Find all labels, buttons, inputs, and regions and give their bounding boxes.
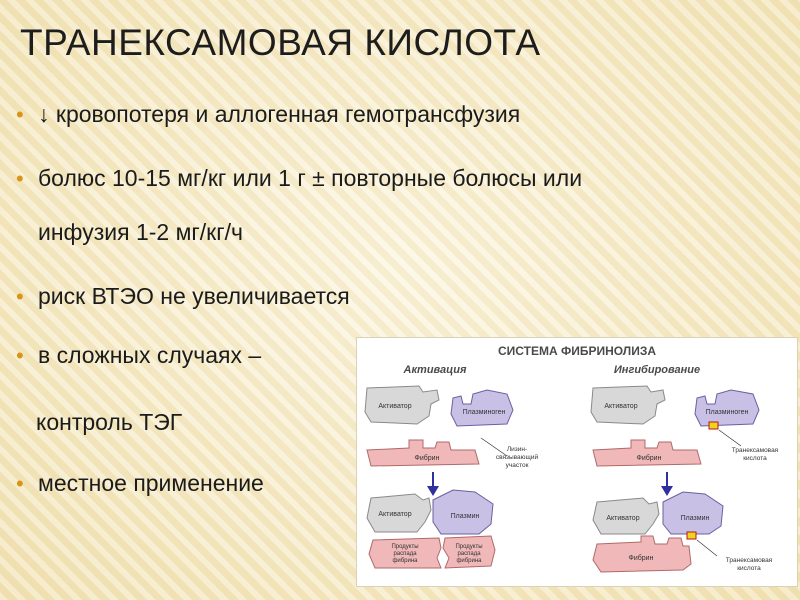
inhibition-activator-label: Активатор (604, 403, 637, 410)
figure-title: СИСТЕМА ФИБРИНОЛИЗА (498, 344, 656, 358)
txa-label-1: Транексамовая (732, 447, 779, 454)
txa-molecule-icon (708, 421, 719, 430)
degradation-products-left (368, 537, 442, 569)
inhibition-fibrin-label: Фибрин (637, 454, 662, 462)
inhibition-fibrin2-label: Фибрин (629, 554, 654, 562)
fibrinolysis-figure: СИСТЕМА ФИБРИНОЛИЗА Активация Ингибирова… (356, 337, 798, 587)
lysine-site-label-3: участок (506, 462, 529, 469)
bullet-plain-line: контроль ТЭГ (36, 409, 183, 435)
inhibition-plasminogen-label: Плазминоген (706, 409, 749, 416)
txa-bound-pointer (696, 539, 718, 557)
inhibition-heading: Ингибирование (614, 364, 700, 376)
inhibition-plasminogen-shape (694, 389, 760, 427)
inhibition-activator-bound-shape (592, 497, 660, 535)
txa-bound-label-2: кислота (737, 565, 761, 572)
fibrin-shape (366, 439, 480, 467)
activation-arrowhead-icon (427, 486, 439, 496)
inhibition-plasmin-label: Плазмин (681, 515, 710, 522)
activator-label: Активатор (378, 403, 411, 410)
inhibition-activator-shape (590, 385, 666, 425)
products-label-b2: распада (457, 551, 481, 557)
bullet-dot-icon: • (16, 343, 24, 368)
plasmin-label: Плазмин (451, 513, 480, 520)
bullet-item: •↓ кровопотеря и аллогенная гемотрансфуз… (16, 99, 520, 130)
bullet-item: •риск ВТЭО не увеличивается (16, 281, 350, 312)
bullet-item: •местное применение (16, 468, 264, 499)
activator-bound-shape (366, 493, 432, 533)
lysine-site-label-1: Лизин- (507, 446, 527, 453)
inhibition-plasmin-shape (662, 491, 724, 535)
products-label-a1: Продукты (391, 544, 418, 550)
fibrin-label: Фибрин (415, 454, 440, 462)
bullet-item: •в сложных случаях – (16, 340, 261, 371)
slide-title: ТРАНЕКСАМОВАЯ КИСЛОТА (20, 22, 541, 63)
lysine-site-label-2: связывающий (496, 453, 539, 461)
fibrinolysis-diagram: СИСТЕМА ФИБРИНОЛИЗА Активация Ингибирова… (364, 344, 779, 573)
inhibition-fibrin-shape (592, 439, 702, 467)
products-label-b3: фибрина (456, 558, 482, 564)
lysine-site-pointer (480, 437, 508, 457)
bullet-continuation: инфузия 1-2 мг/кг/ч (38, 219, 244, 245)
activator-bound-label: Активатор (378, 511, 411, 518)
activator-shape (364, 385, 440, 425)
txa-molecule-bound-icon (686, 531, 697, 540)
bullet-dot-icon: • (16, 471, 24, 496)
products-label-a2: распада (393, 551, 417, 557)
plasmin-shape (432, 489, 494, 535)
txa-pointer (718, 429, 742, 447)
bullet-dot-icon: • (16, 102, 24, 127)
txa-bound-label-1: Транексамовая (726, 557, 773, 564)
plasminogen-shape (450, 389, 514, 427)
bullet-dot-icon: • (16, 284, 24, 309)
inhibition-arrowhead-icon (661, 486, 673, 496)
degradation-products-right (442, 535, 496, 569)
bullet-dot-icon: • (16, 166, 24, 191)
plasminogen-label: Плазминоген (463, 409, 506, 416)
inhibition-activator-bound-label: Активатор (606, 515, 639, 522)
txa-label-2: кислота (743, 455, 767, 462)
products-label-b1: Продукты (455, 544, 482, 550)
bullet-item: •болюс 10-15 мг/кг или 1 г ± повторные б… (16, 163, 582, 194)
inhibition-fibrin-intact-shape (592, 535, 692, 573)
products-label-a3: фибрина (392, 558, 418, 564)
activation-heading: Активация (403, 364, 467, 376)
